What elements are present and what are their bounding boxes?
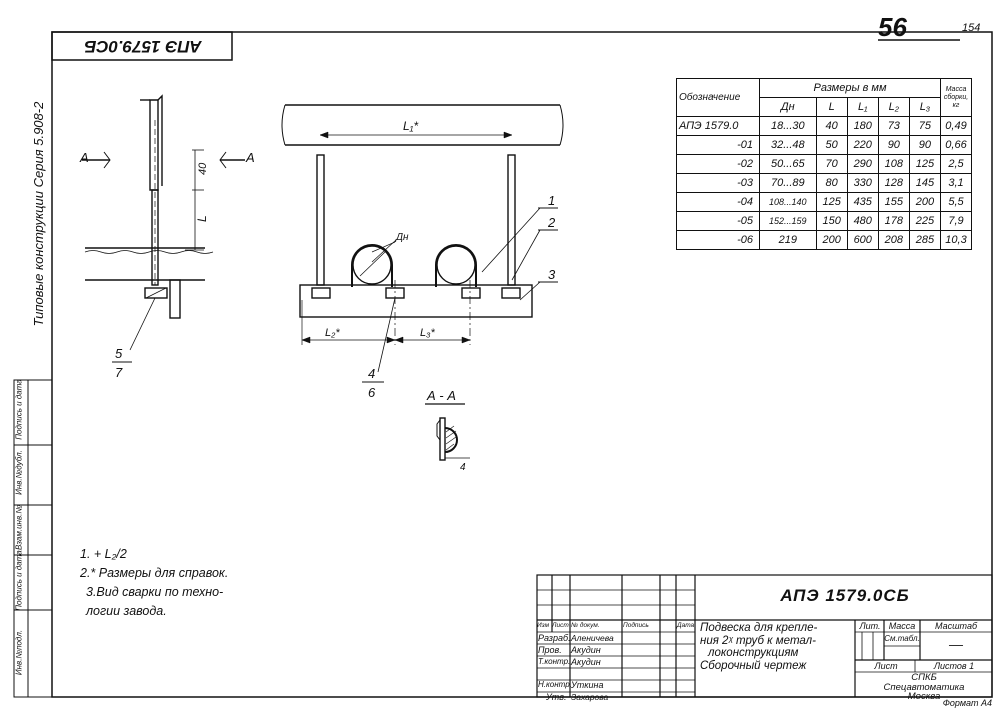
title-block-col-headers: Изм Лист № докум. Подпись Дата: [537, 622, 695, 629]
title-block-sheets: Листов 1: [933, 661, 975, 671]
title-block-mass: Масса: [888, 621, 916, 631]
callout-1: 1: [548, 193, 555, 208]
title-block-title: Подвеска для крепле- ния 2ᵡ труб к метал…: [700, 622, 818, 672]
dim-l2-label: L₂*: [325, 327, 340, 339]
title-block-scale: Масштаб: [934, 621, 978, 631]
note-4: логии завода.: [86, 604, 167, 618]
title-block-lit: Лит.: [859, 621, 881, 631]
notes-block: 1. + L₂/2 2.* Размеры для справок. 3.Вид…: [80, 545, 228, 621]
title-block-code: АПЭ 1579.0СБ: [780, 586, 910, 605]
section-title: А - А: [426, 388, 456, 403]
table-header-mass: Масса сборки, кг: [940, 78, 972, 117]
format-label: Формат А4: [942, 698, 992, 708]
weld-size-label: 4: [460, 462, 466, 473]
dim-dn-label: Дн: [395, 232, 409, 243]
section-a-left-label: А: [79, 150, 89, 165]
dim-40-label: 40: [197, 162, 209, 175]
table-header-designation: Обозначение: [676, 78, 760, 117]
callout-5: 5: [115, 346, 123, 361]
note-3: 3.Вид сварки по техно-: [86, 585, 224, 599]
note-1: 1. + L₂/2: [80, 547, 127, 561]
note-2: 2.* Размеры для справок.: [80, 566, 229, 580]
callout-2: 2: [547, 215, 556, 230]
corner-number: 154: [962, 22, 981, 34]
title-block-sheet: Лист: [874, 661, 898, 671]
dim-l1-label: L₁*: [403, 119, 418, 133]
title-block-organization: СПКБ Спецавтоматика Москва: [883, 672, 965, 702]
callout-6: 6: [368, 385, 376, 400]
dimensions-table: Обозначение Размеры в мм Масса сборки, к…: [676, 78, 972, 250]
dim-l-label: L: [195, 215, 209, 222]
page-number: 56: [878, 12, 907, 42]
title-block-mass-value: См.табл.: [884, 634, 920, 643]
callout-4: 4: [368, 366, 375, 381]
section-a-right-label: А: [245, 150, 255, 165]
dim-l3-label: L₃*: [420, 327, 435, 339]
callout-3: 3: [548, 267, 556, 282]
table-col-dn: Дн: [759, 97, 817, 117]
callout-7: 7: [115, 365, 123, 380]
title-block-scale-value: —: [949, 636, 963, 652]
